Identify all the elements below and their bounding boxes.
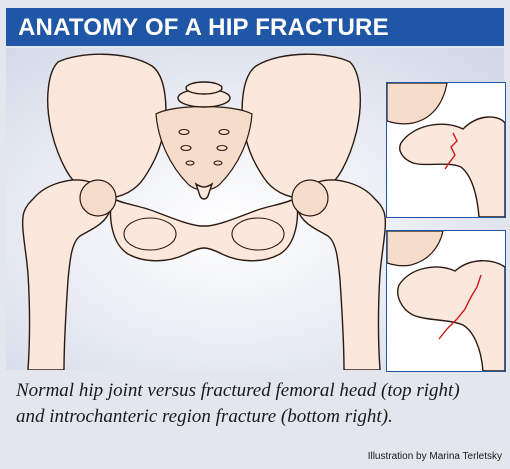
inset-pelvis-bottom [387, 231, 443, 266]
pubic-bones [111, 198, 298, 261]
femoral-head-fracture-inset [386, 82, 506, 218]
inset-pelvis-top [387, 83, 447, 124]
caption-line-1: Normal hip joint versus fractured femora… [16, 378, 506, 404]
sacrum [156, 107, 252, 191]
femoral-head-fracture-drawing [387, 83, 505, 217]
right-ilium [242, 54, 360, 198]
figure-caption: Normal hip joint versus fractured femora… [16, 378, 506, 430]
left-femoral-head [80, 180, 116, 216]
inset-femur-bottom [398, 261, 505, 371]
page-title: ANATOMY OF A HIP FRACTURE [18, 14, 389, 42]
right-femoral-head [292, 180, 328, 216]
intertrochanteric-fracture-drawing [387, 231, 505, 371]
caption-line-2: and introchanteric region fracture (bott… [16, 404, 506, 430]
lumbar-vertebra-top [186, 82, 222, 94]
intertrochanteric-fracture-inset [386, 230, 506, 372]
title-bar: ANATOMY OF A HIP FRACTURE [6, 8, 504, 46]
illustration-credit: Illustration by Marina Terletsky [368, 451, 502, 462]
left-ilium [48, 54, 166, 198]
inset-femur-top [400, 117, 505, 217]
